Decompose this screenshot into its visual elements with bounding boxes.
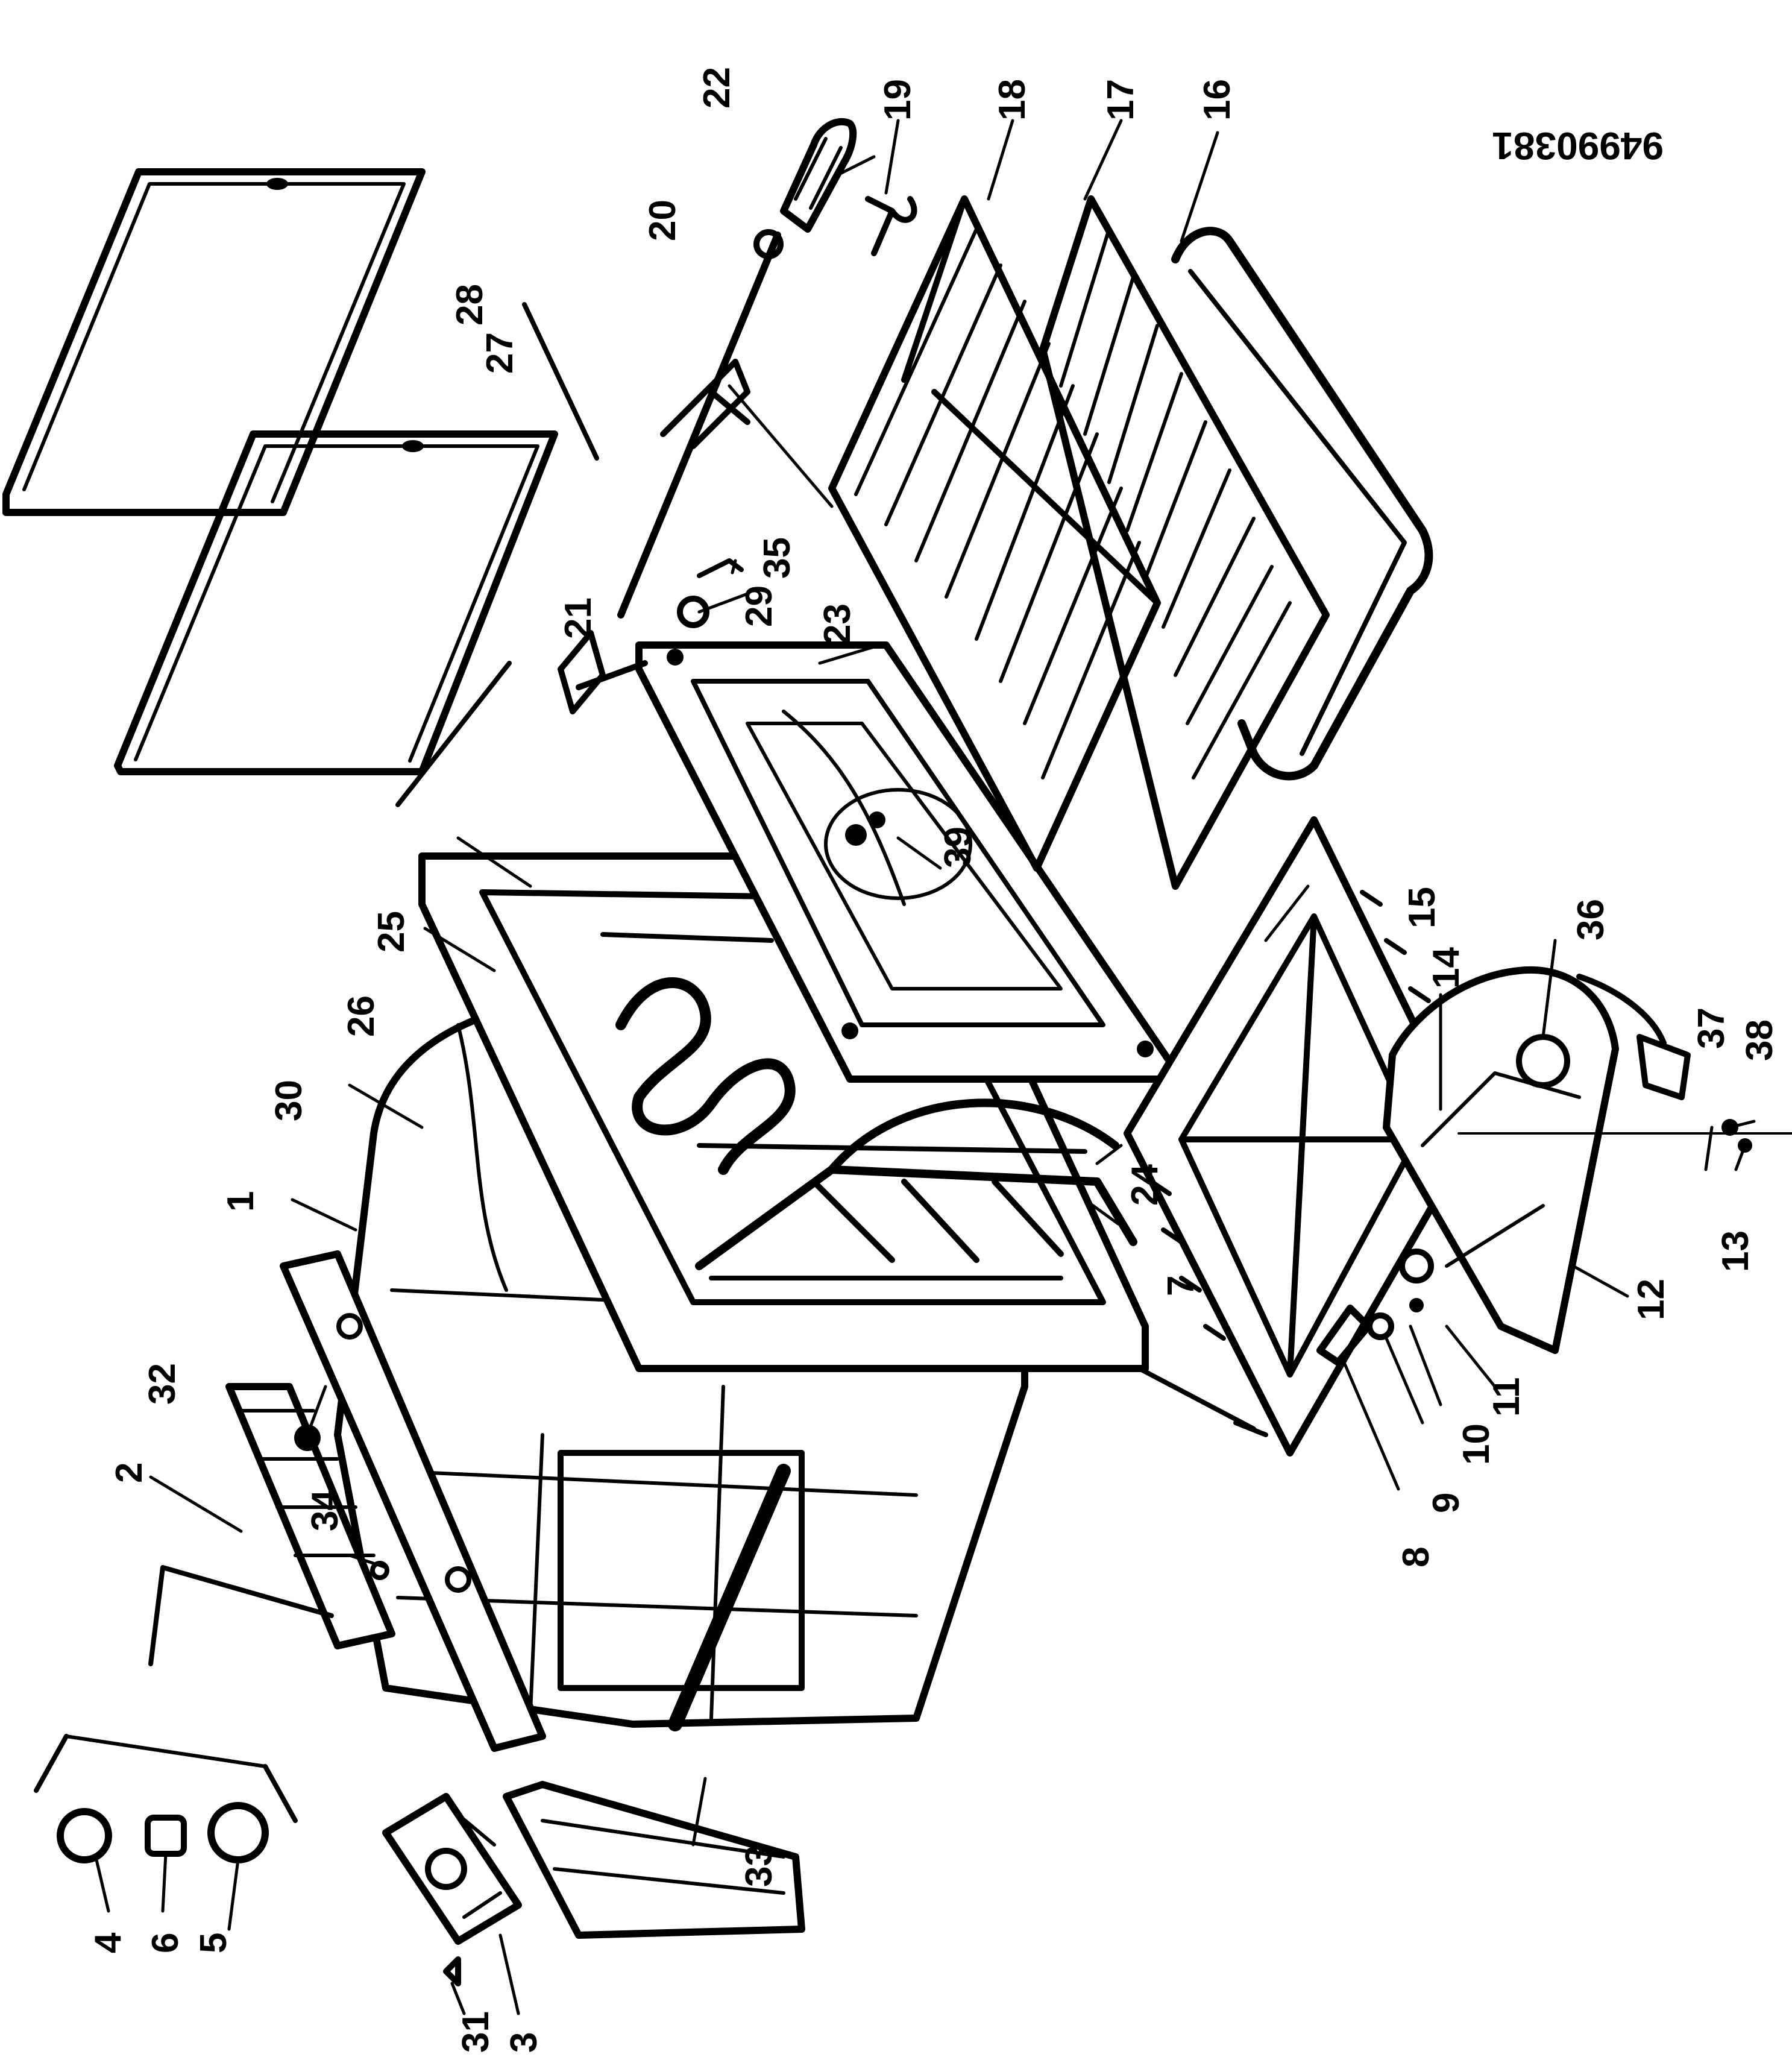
- label-3: 3: [503, 2032, 545, 2053]
- label-18: 18: [992, 79, 1033, 121]
- label-15: 15: [1401, 887, 1443, 928]
- label-27: 27: [479, 332, 521, 374]
- shelf-hook-19: [865, 196, 917, 256]
- label-34: 34: [304, 1490, 346, 1531]
- heating-element: [615, 977, 1137, 1270]
- label-38: 38: [1739, 1019, 1781, 1061]
- label-31: 31: [455, 2011, 497, 2053]
- label-8: 8: [1395, 1547, 1437, 1567]
- door-hinge-21: [558, 630, 648, 714]
- label-17: 17: [1100, 79, 1142, 121]
- label-14: 14: [1426, 947, 1467, 989]
- small-parts-9-10-11: [1366, 1249, 1434, 1340]
- label-23: 23: [817, 603, 858, 645]
- wire-shelf-18: [828, 195, 1161, 872]
- label-13: 13: [1715, 1230, 1756, 1272]
- label-20: 20: [642, 200, 684, 241]
- label-16: 16: [1196, 79, 1238, 121]
- control-block-3: [382, 1793, 522, 1945]
- label-6: 6: [145, 1933, 186, 1953]
- side-channel-1: [280, 1250, 546, 1752]
- label-36: 36: [1570, 899, 1612, 940]
- handle-22: [780, 118, 857, 233]
- label-7: 7: [1160, 1276, 1202, 1296]
- lower-panel-33: [503, 1781, 805, 1939]
- part-labels: 1 2 3 4 5 6 7 8 9 10 11 12 13 14 15 16 1…: [87, 67, 1781, 2053]
- control-bracket-12: [1383, 966, 1619, 1354]
- label-21: 21: [558, 597, 599, 639]
- label-11: 11: [1486, 1377, 1527, 1417]
- leader-lines: [95, 119, 1756, 2015]
- label-22: 22: [696, 67, 738, 109]
- label-26: 26: [341, 995, 382, 1037]
- label-37: 37: [1691, 1007, 1732, 1049]
- label-32: 32: [142, 1363, 183, 1405]
- oven-door-23: [635, 641, 1173, 1083]
- screws-31-32-34: [294, 1425, 461, 1986]
- label-25: 25: [371, 911, 412, 953]
- label-39: 39: [937, 827, 979, 868]
- label-19: 19: [877, 79, 919, 121]
- side-panel-2: [225, 1383, 395, 1649]
- label-28: 28: [449, 284, 491, 326]
- drawing-reference-number: 94990381: [1492, 124, 1664, 168]
- label-35: 35: [756, 537, 798, 579]
- label-12: 12: [1630, 1279, 1672, 1320]
- glass-panel-27: [114, 302, 599, 807]
- label-9: 9: [1426, 1493, 1467, 1513]
- label-24: 24: [1124, 1164, 1166, 1206]
- drip-tray-16: [1171, 227, 1433, 781]
- label-2: 2: [108, 1463, 150, 1483]
- nut-29-and-screw-35: [677, 558, 744, 628]
- label-5: 5: [193, 1933, 234, 1953]
- label-33: 33: [738, 1845, 780, 1887]
- label-4: 4: [87, 1932, 129, 1953]
- knob-assembly-13-37-38: [1457, 974, 1792, 1153]
- wire-shelf-17: [1039, 195, 1330, 890]
- label-29: 29: [738, 585, 780, 627]
- knob-set-4-5-6: [34, 1565, 334, 1863]
- glass-panel-28: [2, 168, 426, 516]
- rotisserie-spit-20: [617, 229, 784, 619]
- label-1: 1: [220, 1191, 262, 1212]
- label-10: 10: [1456, 1423, 1497, 1465]
- label-30: 30: [268, 1080, 310, 1121]
